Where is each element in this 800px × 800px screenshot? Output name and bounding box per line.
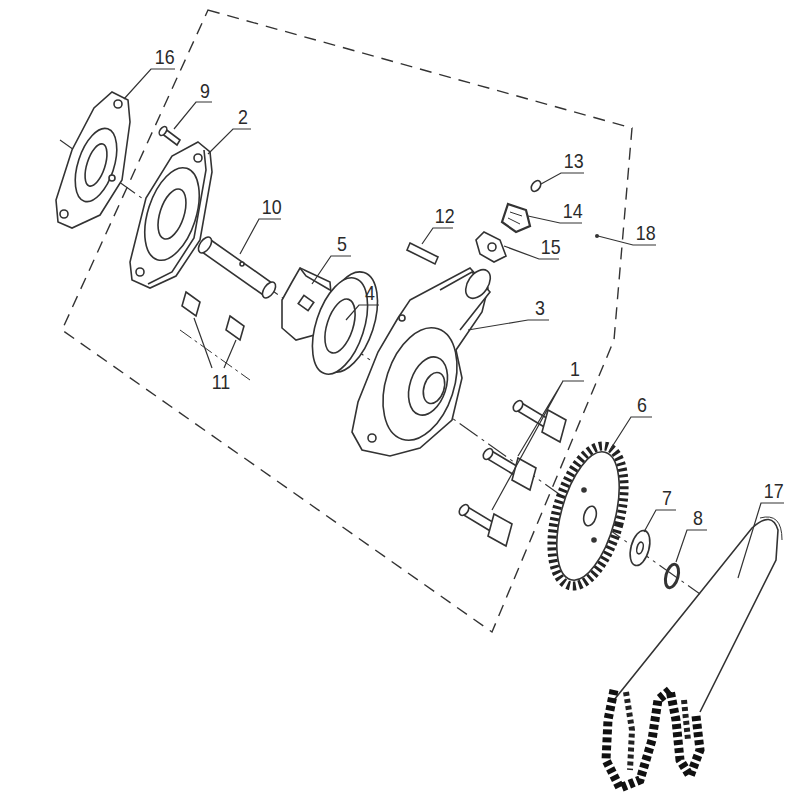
- callout-number: 17: [764, 480, 784, 501]
- chain: [606, 517, 782, 788]
- center-axis: [60, 140, 700, 594]
- callout-number: 3: [535, 297, 545, 318]
- callout-number: 9: [200, 80, 210, 101]
- sprocket: [538, 438, 637, 594]
- pump-cover: [130, 142, 212, 288]
- callout-number: 4: [365, 282, 375, 303]
- callout-number: 1: [570, 358, 580, 379]
- callout-number: 14: [563, 200, 583, 221]
- callout-number: 15: [541, 236, 561, 257]
- callout-number: 10: [262, 196, 282, 217]
- washer: [627, 528, 654, 567]
- callout-number: 13: [564, 150, 584, 171]
- callout-number: 7: [662, 487, 672, 508]
- pin: [407, 243, 438, 264]
- valve-parts: [476, 179, 543, 262]
- dowel-pin: [182, 292, 244, 340]
- callout-number: 18: [636, 222, 656, 243]
- gasket: [56, 92, 130, 228]
- callout-number: 8: [693, 507, 703, 528]
- callout-number: 6: [637, 394, 647, 415]
- callout-number: 12: [435, 205, 455, 226]
- screw: [158, 125, 180, 145]
- pump-body: [352, 265, 495, 456]
- leader-lines: [124, 69, 784, 578]
- callout-number: 16: [155, 46, 175, 67]
- callout-number: 5: [337, 233, 347, 254]
- circlip: [663, 563, 681, 589]
- assembly-boundary: [62, 10, 632, 632]
- callout-number: 2: [238, 106, 248, 127]
- leader-dot: [595, 234, 599, 238]
- callout-number: 11: [211, 371, 230, 392]
- pump-shaft: [196, 235, 279, 300]
